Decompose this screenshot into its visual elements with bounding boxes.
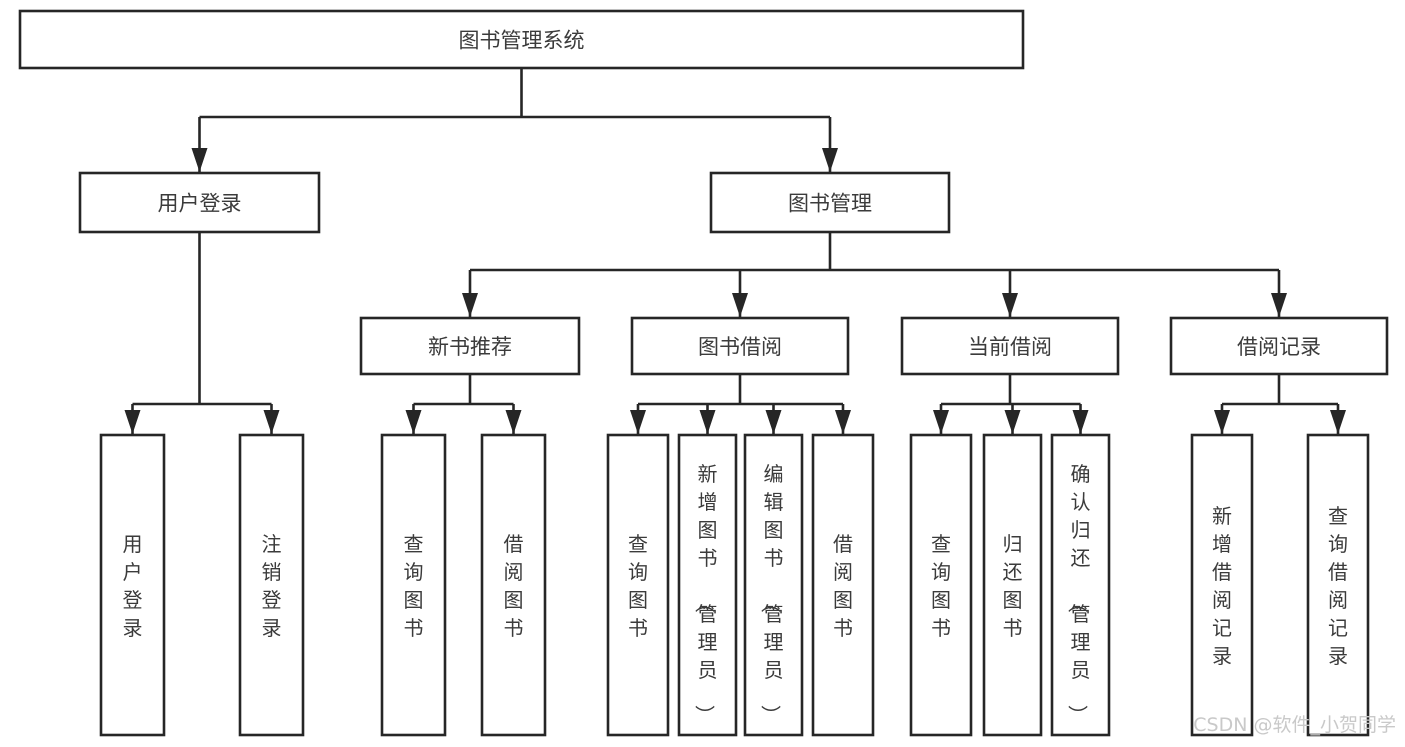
node-n4[interactable]: 图书借阅	[630, 316, 850, 376]
node-box[interactable]	[909, 433, 973, 737]
node-n18[interactable]: 新增借阅记录	[1190, 433, 1254, 737]
node-n11[interactable]: 查询图书	[606, 433, 670, 737]
arrow-head	[462, 293, 478, 317]
arrow-head	[732, 293, 748, 317]
node-n14[interactable]: 借阅图书	[811, 433, 875, 737]
node-box[interactable]	[18, 9, 1025, 70]
node-n2[interactable]: 图书管理	[709, 171, 951, 234]
node-n8[interactable]: 注销登录	[238, 433, 305, 737]
arrow-head	[263, 410, 280, 434]
node-box[interactable]	[1190, 433, 1254, 737]
arrow-head	[191, 148, 208, 172]
arrow-head	[1002, 293, 1018, 317]
node-label: 查询图书	[931, 532, 951, 640]
node-label: 图书管理系统	[459, 29, 585, 53]
arrow-head	[1072, 410, 1089, 434]
node-n10[interactable]: 借阅图书	[480, 433, 547, 737]
arrow-head	[765, 410, 782, 434]
node-label: 确认归还（管理员）	[1066, 462, 1091, 725]
node-label: 图书借阅	[698, 335, 782, 359]
node-label: 用户登录	[123, 532, 143, 640]
node-box[interactable]	[78, 171, 321, 234]
node-box[interactable]	[1306, 433, 1370, 737]
node-label: 借阅记录	[1237, 335, 1321, 359]
node-n17[interactable]: 确认归还（管理员）	[1050, 433, 1111, 737]
node-n6[interactable]: 借阅记录	[1169, 316, 1389, 376]
node-label: 图书管理	[788, 192, 872, 216]
arrow-head	[835, 410, 851, 434]
node-box[interactable]	[238, 433, 305, 737]
node-n7[interactable]: 用户登录	[99, 433, 166, 737]
node-n0[interactable]: 图书管理系统	[18, 9, 1025, 70]
node-box[interactable]	[359, 316, 581, 376]
node-n1[interactable]: 用户登录	[78, 171, 321, 234]
node-box[interactable]	[709, 171, 951, 234]
node-n13[interactable]: 编辑图书（管理员）	[743, 433, 804, 737]
node-label: 查询图书	[404, 532, 424, 640]
node-box[interactable]	[606, 433, 670, 737]
node-n19[interactable]: 查询借阅记录	[1306, 433, 1370, 737]
node-n5[interactable]: 当前借阅	[900, 316, 1120, 376]
node-box[interactable]	[380, 433, 447, 737]
arrow-head	[405, 410, 422, 434]
node-label: 新增图书（管理员）	[693, 462, 718, 725]
node-box[interactable]	[811, 433, 875, 737]
node-label: 编辑图书（管理员）	[759, 462, 784, 725]
arrow-head	[124, 410, 141, 434]
node-label: 借阅图书	[504, 532, 524, 640]
node-n3[interactable]: 新书推荐	[359, 316, 581, 376]
node-label: 归还图书	[1003, 532, 1023, 640]
node-n15[interactable]: 查询图书	[909, 433, 973, 737]
node-label: 借阅图书	[833, 532, 853, 640]
arrow-head	[505, 410, 522, 434]
node-n12[interactable]: 新增图书（管理员）	[677, 433, 738, 737]
csdn-watermark: CSDN @软件_小贺同学	[1193, 714, 1396, 736]
node-label: 新增借阅记录	[1212, 504, 1232, 668]
node-box[interactable]	[900, 316, 1120, 376]
node-box[interactable]	[480, 433, 547, 737]
node-label: 当前借阅	[968, 335, 1052, 359]
arrow-head	[1330, 410, 1346, 434]
node-box[interactable]	[677, 433, 738, 737]
arrow-head	[933, 410, 949, 434]
arrow-head	[1004, 410, 1021, 434]
node-box[interactable]	[99, 433, 166, 737]
arrow-head	[1271, 293, 1287, 317]
node-box[interactable]	[1050, 433, 1111, 737]
node-label: 新书推荐	[428, 335, 512, 359]
arrow-head	[699, 410, 716, 434]
node-box[interactable]	[630, 316, 850, 376]
node-box[interactable]	[982, 433, 1043, 737]
node-label: 查询图书	[628, 532, 648, 640]
arrow-head	[822, 148, 838, 172]
arrow-head	[630, 410, 646, 434]
node-box[interactable]	[1169, 316, 1389, 376]
node-layer: 图书管理系统用户登录图书管理新书推荐图书借阅当前借阅借阅记录用户登录注销登录查询…	[18, 9, 1389, 737]
arrow-head	[1214, 410, 1230, 434]
node-label: 注销登录	[262, 532, 282, 640]
connector-layer	[124, 68, 1346, 434]
node-box[interactable]	[743, 433, 804, 737]
node-n9[interactable]: 查询图书	[380, 433, 447, 737]
node-label: 查询借阅记录	[1328, 504, 1348, 668]
node-n16[interactable]: 归还图书	[982, 433, 1043, 737]
node-label: 用户登录	[158, 192, 242, 216]
